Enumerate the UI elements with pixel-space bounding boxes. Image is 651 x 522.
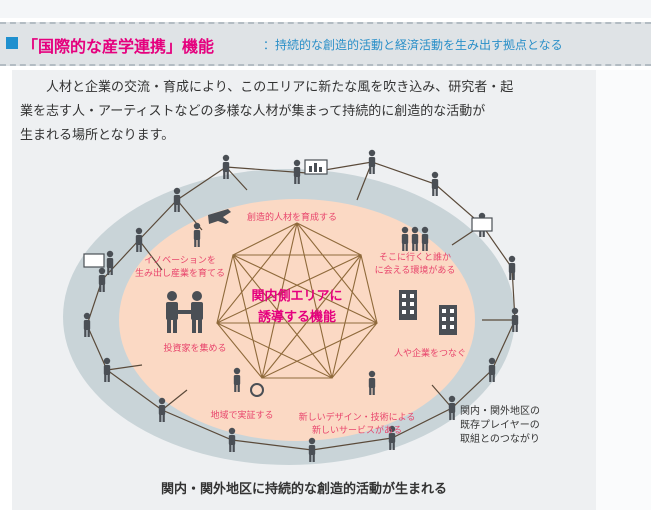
presenter-board-icon	[471, 217, 493, 232]
center-label-line-2: 誘導する機能	[258, 309, 336, 325]
footer-caption: 関内・関外地区に持続的な創造的活動が生まれる	[160, 482, 447, 497]
intro-line-2: 業を志す人・アーティストなどの多様な人材が集まって持続的に創造的な活動が	[20, 104, 486, 119]
right-margin-strip	[596, 70, 651, 510]
central-star-network	[216, 222, 378, 379]
label-innovation-line-2: 生み出し産業を育てる	[135, 267, 225, 279]
presenter-board-icon	[83, 250, 114, 275]
label-new-design-line-2: 新しいサービスがある	[312, 424, 402, 436]
ecosystem-diagram: 関内側エリアに 誘導する機能 創造的人材を育成する イノベーションを 生み出し産…	[63, 149, 540, 465]
inner-ellipse	[119, 199, 475, 441]
square-bullet-icon	[6, 37, 18, 49]
center-label-line-1: 関内側エリアに	[251, 288, 342, 304]
label-attract-investors: 投資家を集める	[163, 342, 226, 354]
building-windows	[402, 294, 454, 329]
outer-label-line-2: 既存プレイヤーの	[460, 418, 540, 431]
section-subtitle: ：持続的な創造的活動と経済活動を生み出す拠点となる	[263, 38, 563, 52]
label-develop-talent: 創造的人材を育成する	[247, 211, 337, 223]
label-meet-someone-line-1: そこに行くと誰か	[379, 251, 451, 263]
label-innovation-line-1: イノベーションを	[144, 255, 216, 266]
presenter-board-icon	[293, 159, 328, 184]
outer-label-line-1: 関内・関外地区の	[460, 404, 540, 417]
label-connect-people: 人や企業をつなぐ	[394, 347, 466, 359]
label-meet-someone-line-2: に会える環境がある	[375, 264, 456, 276]
outer-label-line-3: 取組とのつながり	[460, 432, 540, 445]
intro-line-1: 人材と企業の交流・育成により、このエリアに新たな風を吹き込み、研究者・起	[46, 80, 514, 95]
label-new-design-line-1: 新しいデザイン・技術による	[299, 411, 416, 423]
top-strip	[0, 0, 651, 18]
airplane-icon	[208, 209, 231, 224]
content-panel: 人材と企業の交流・育成により、このエリアに新たな風を吹き込み、研究者・起業を志す…	[12, 70, 596, 510]
intro-text: 人材と企業の交流・育成により、このエリアに新たな風を吹き込み、研究者・起業を志す…	[12, 76, 596, 148]
intro-line-3: 生まれる場所となります。	[20, 128, 175, 143]
label-local-verification: 地域で実証する	[210, 409, 273, 421]
handshake-icon	[166, 291, 203, 333]
section-title: 「国際的な産学連携」機能	[22, 37, 215, 56]
section-header: 「国際的な産学連携」機能 ：持続的な創造的活動と経済活動を生み出す拠点となる	[0, 22, 651, 66]
wheelchair-wheel	[250, 383, 264, 397]
